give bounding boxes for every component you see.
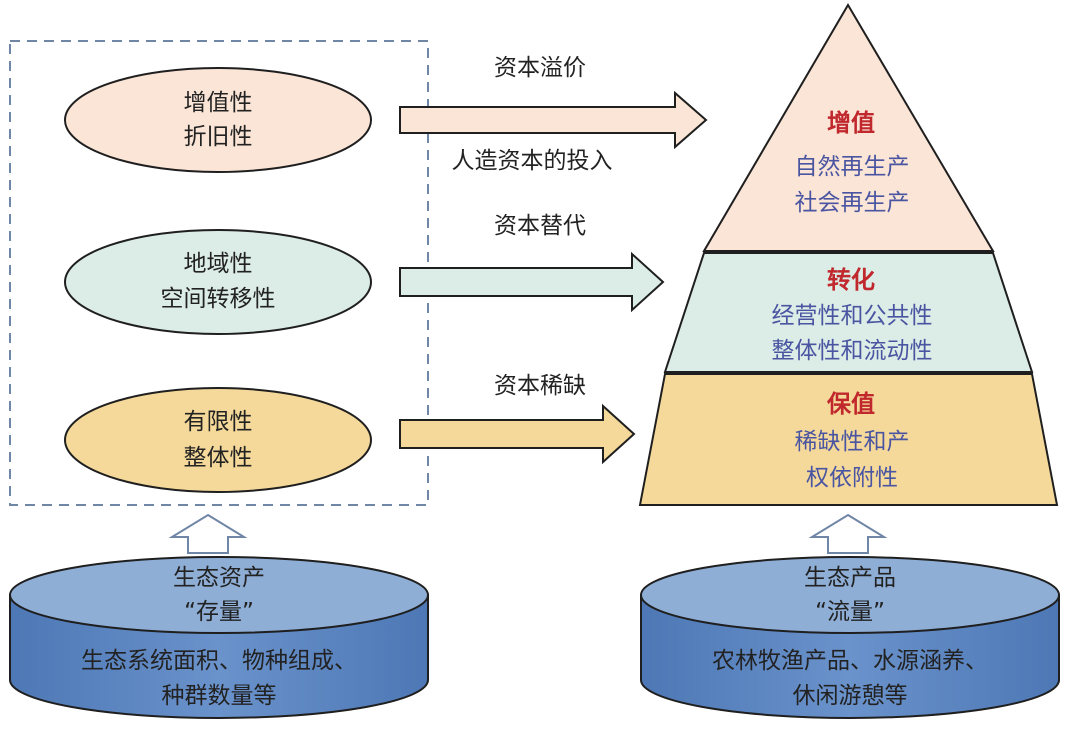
cylinder-title: 生态产品 bbox=[804, 565, 896, 591]
attribute-ellipse-limited: 有限性 整体性 bbox=[64, 387, 372, 493]
attribute-line: 增值性 bbox=[184, 90, 253, 116]
pyramid-middle-conversion bbox=[663, 252, 1034, 373]
pyramid-middle-line: 整体性和流动性 bbox=[772, 338, 933, 364]
cylinder-ecological-products: 生态产品 “流量” 农林牧渔产品、水源涵养、 休闲游憩等 bbox=[640, 556, 1060, 719]
attribute-line: 整体性 bbox=[184, 445, 253, 471]
arrow-label-capital-scarcity: 资本稀缺 bbox=[494, 373, 586, 399]
pyramid-bottom-line: 稀缺性和产 bbox=[795, 429, 910, 455]
arrow-capital-substitution bbox=[399, 251, 665, 313]
attribute-line: 有限性 bbox=[184, 409, 253, 435]
attribute-ellipse-regional: 地域性 空间转移性 bbox=[64, 229, 372, 335]
cylinder-line: 农林牧渔产品、水源涵养、 bbox=[712, 648, 988, 674]
attribute-line: 折旧性 bbox=[184, 124, 253, 150]
cylinder-title: 生态资产 bbox=[173, 565, 265, 591]
pyramid-top-appreciation bbox=[702, 3, 995, 252]
cylinder-line: 生态系统面积、物种组成、 bbox=[81, 648, 357, 674]
pyramid-top-line: 自然再生产 bbox=[795, 154, 910, 180]
pyramid-bottom-line: 权依附性 bbox=[806, 465, 898, 491]
cylinder-line: 休闲游憩等 bbox=[793, 683, 908, 709]
attribute-ellipse-appreciation: 增值性 折旧性 bbox=[64, 67, 372, 173]
cylinder-subtitle: “流量” bbox=[815, 599, 885, 625]
pyramid-middle-line: 经营性和公共性 bbox=[772, 303, 933, 329]
up-arrow-right-icon bbox=[808, 513, 888, 554]
pyramid-top-line: 社会再生产 bbox=[795, 190, 910, 216]
attribute-line: 空间转移性 bbox=[161, 286, 276, 312]
cylinder-subtitle: “存量” bbox=[184, 599, 254, 625]
pyramid-top-title: 增值 bbox=[827, 109, 875, 137]
pyramid-bottom-title: 保值 bbox=[826, 390, 875, 418]
pyramid-middle-title: 转化 bbox=[827, 266, 875, 294]
attribute-line: 地域性 bbox=[184, 251, 253, 277]
arrow-capital-scarcity bbox=[399, 403, 636, 465]
arrow-capital-premium bbox=[399, 90, 708, 150]
cylinder-line: 种群数量等 bbox=[162, 683, 277, 709]
arrow-label-capital-substitution: 资本替代 bbox=[494, 213, 586, 239]
arrow-label-capital-premium: 资本溢价 bbox=[494, 55, 586, 81]
cylinder-ecological-assets: 生态资产 “存量” 生态系统面积、物种组成、 种群数量等 bbox=[9, 556, 429, 719]
pyramid-bottom-preservation bbox=[638, 373, 1059, 506]
up-arrow-left-icon bbox=[168, 513, 248, 554]
arrow-label-man-made-capital: 人造资本的投入 bbox=[452, 148, 613, 174]
